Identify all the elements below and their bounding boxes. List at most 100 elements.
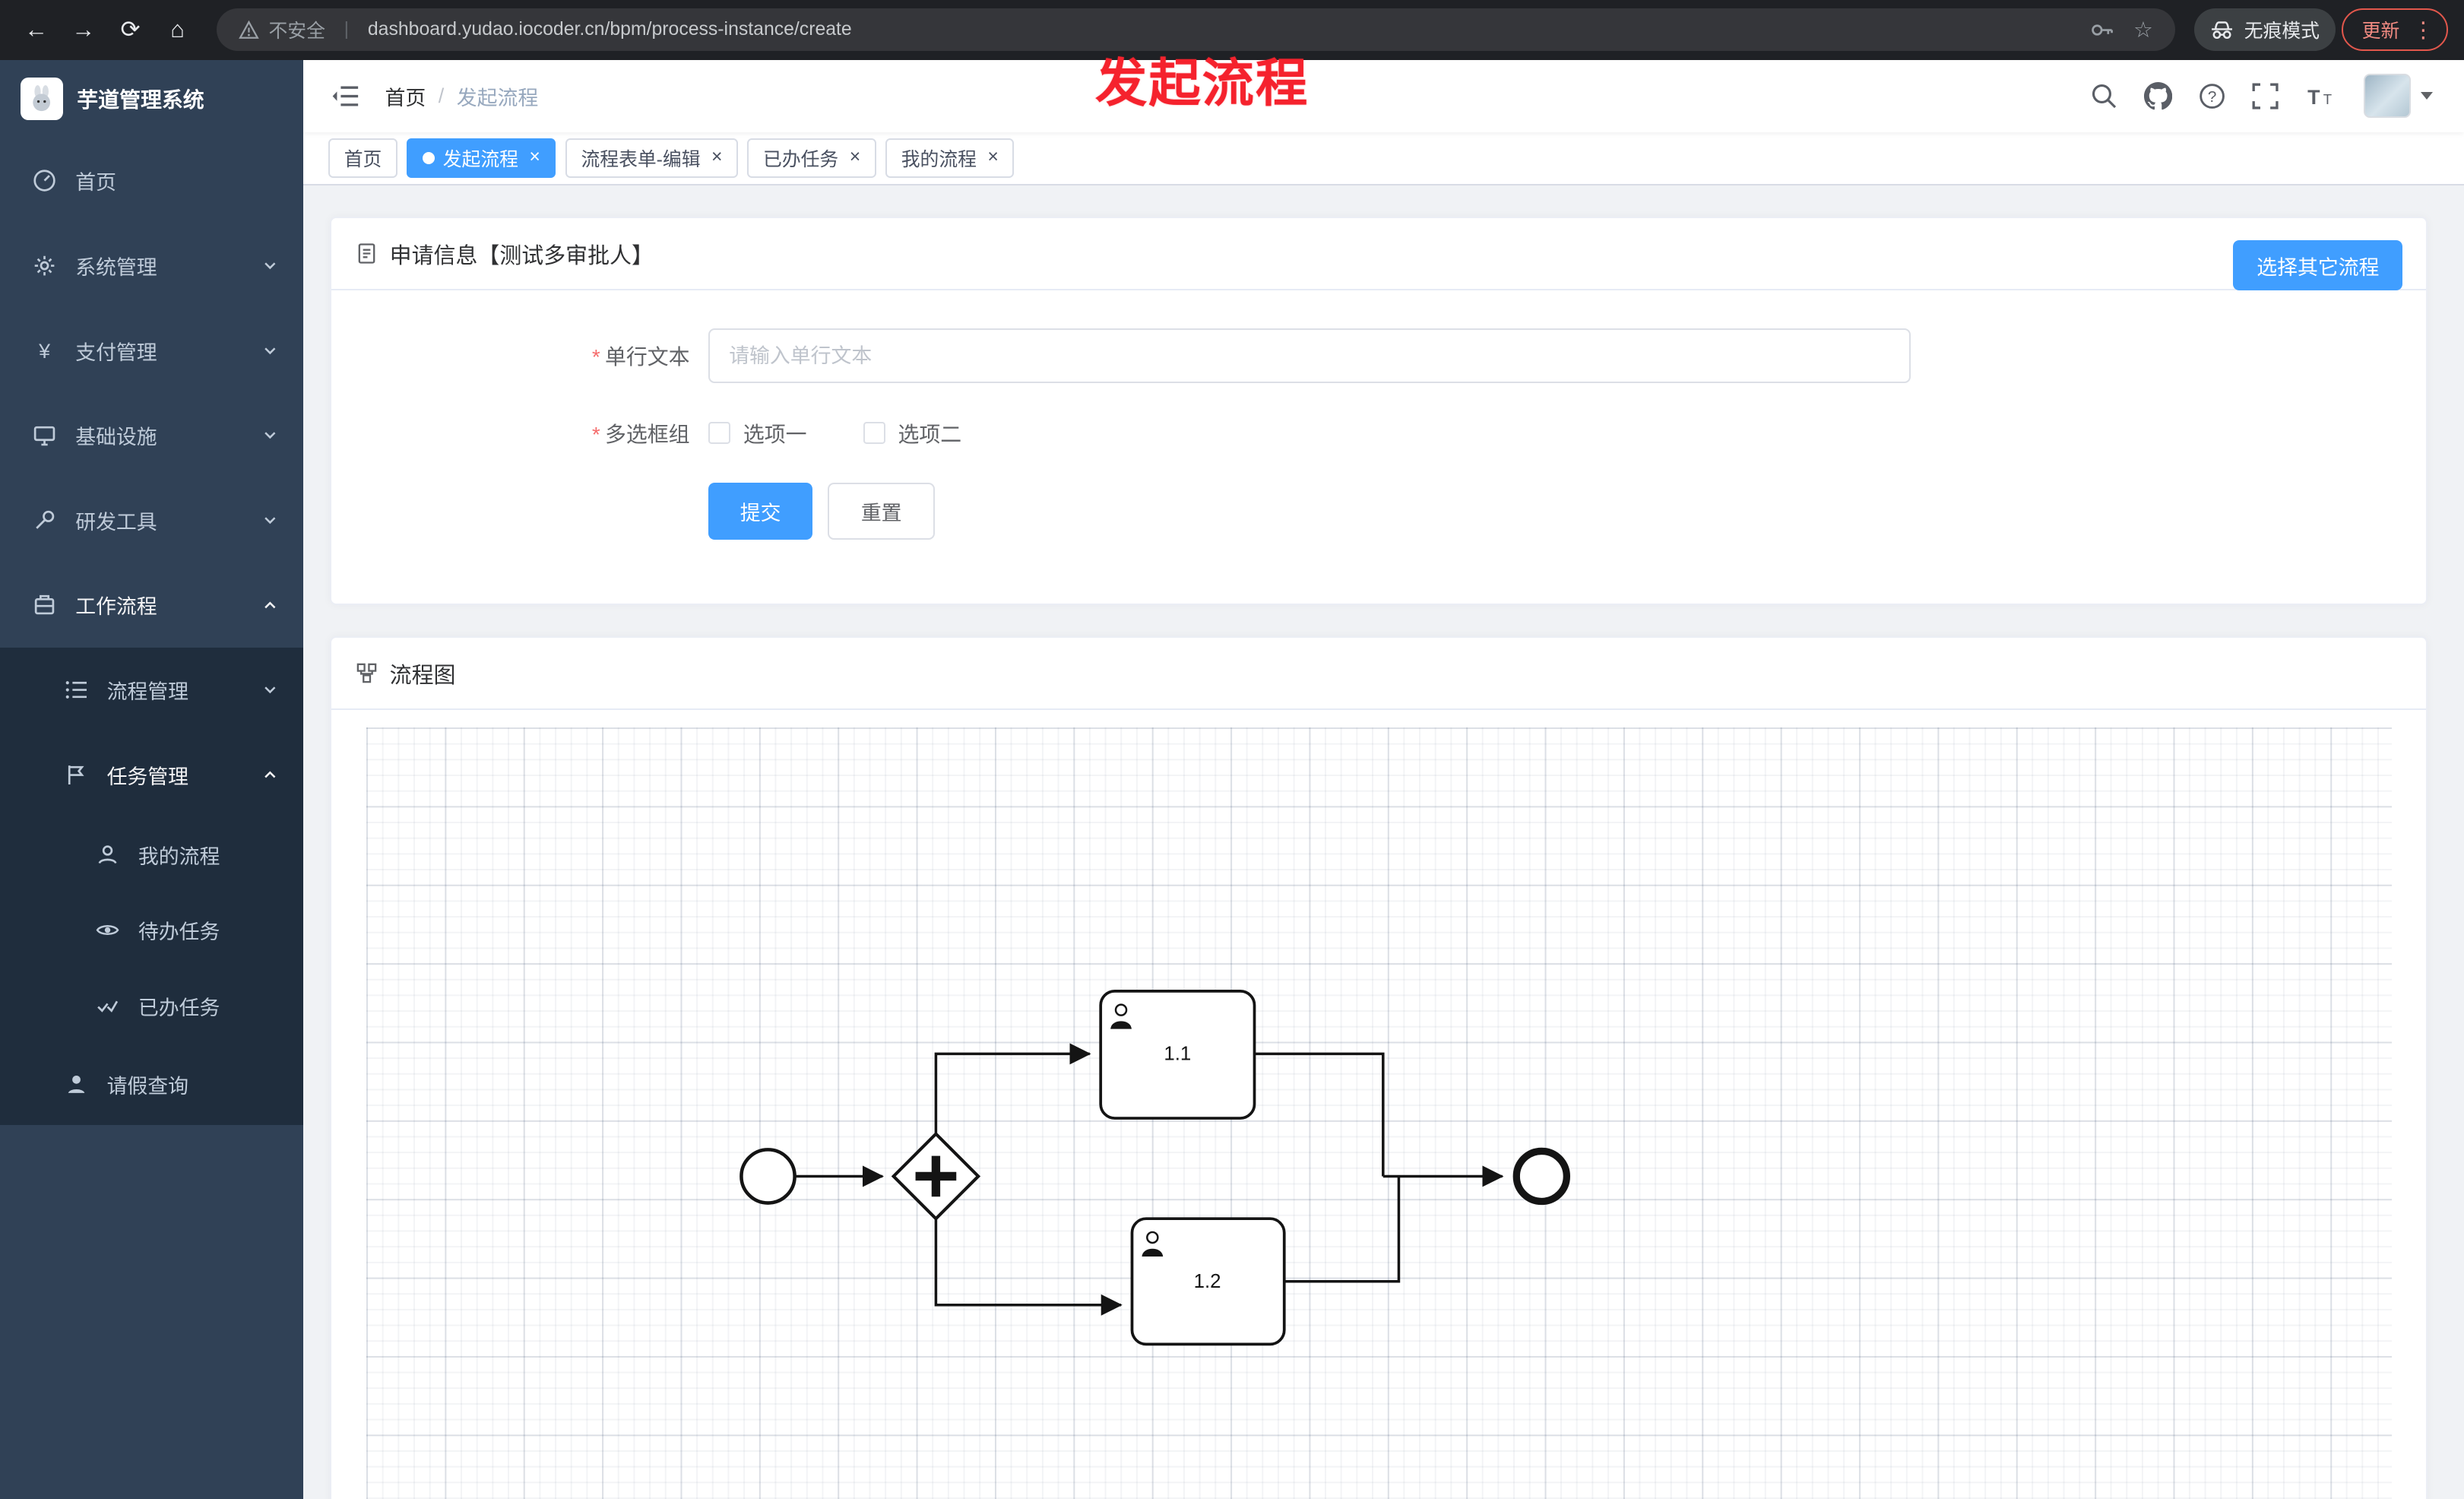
bookmark-star-icon[interactable]: ☆: [2133, 17, 2153, 43]
sidebar-item-label: 我的流程: [138, 845, 220, 869]
not-secure-icon: [239, 20, 259, 40]
github-icon[interactable]: [2143, 81, 2173, 110]
user-task-1-2[interactable]: 1.2: [1130, 1217, 1286, 1346]
fullscreen-icon[interactable]: [2252, 83, 2279, 109]
sidebar-toggle-icon[interactable]: [331, 84, 359, 109]
breadcrumb-current: 发起流程: [456, 86, 539, 109]
check-icon: [94, 994, 121, 1019]
svg-text:?: ?: [2208, 87, 2217, 105]
sidebar-item-label: 研发工具: [75, 510, 157, 534]
close-icon[interactable]: ×: [987, 147, 999, 168]
active-dot: [422, 151, 435, 165]
tab-label: 发起流程: [442, 149, 518, 170]
sidebar-item-label: 系统管理: [75, 255, 157, 279]
breadcrumb: 首页 / 发起流程: [385, 81, 539, 111]
apply-info-title: 申请信息【测试多审批人】: [389, 243, 654, 268]
sidebar-item-payment[interactable]: ¥ 支付管理: [0, 308, 303, 393]
close-icon[interactable]: ×: [849, 147, 861, 168]
tab-label: 我的流程: [901, 149, 977, 170]
tab-label: 流程表单-编辑: [581, 149, 701, 170]
briefcase-icon: [31, 592, 58, 617]
bpmn-canvas[interactable]: 1.1 1.2: [366, 727, 2392, 1499]
checkbox-icon[interactable]: [863, 422, 885, 445]
tab-my-process[interactable]: 我的流程 ×: [885, 138, 1015, 178]
browser-home-icon[interactable]: ⌂: [170, 16, 185, 43]
document-icon: [355, 242, 378, 265]
sidebar-item-task-mgmt[interactable]: 任务管理: [0, 732, 304, 818]
tab-label: 首页: [344, 149, 382, 170]
chevron-up-icon: [262, 597, 278, 613]
required-mark: *: [591, 422, 600, 446]
svg-text:T: T: [2323, 90, 2331, 106]
address-bar[interactable]: 不安全 | dashboard.yudao.iocoder.cn/bpm/pro…: [217, 8, 2175, 52]
select-other-process-button[interactable]: 选择其它流程: [2233, 240, 2403, 291]
browser-back-icon[interactable]: ←: [24, 16, 49, 43]
sidebar-item-leave-query[interactable]: 请假查询: [0, 1043, 304, 1126]
dashboard-icon: [31, 168, 58, 193]
yen-icon: ¥: [31, 338, 58, 363]
browser-forward-icon[interactable]: →: [71, 16, 96, 43]
task-label: 1.2: [1193, 1271, 1221, 1292]
url-text: dashboard.yudao.iocoder.cn/bpm/process-i…: [367, 19, 852, 40]
browser-update-button[interactable]: 更新 ⋮: [2341, 8, 2449, 52]
list-tree-icon: [63, 677, 90, 702]
breadcrumb-home[interactable]: 首页: [385, 86, 426, 109]
sidebar-item-label: 已办任务: [138, 996, 220, 1019]
checkbox-label: 选项二: [898, 422, 962, 446]
avatar: [2364, 74, 2412, 119]
sidebar-item-devtools[interactable]: 研发工具: [0, 478, 303, 563]
close-icon[interactable]: ×: [711, 147, 723, 168]
sidebar-item-infra[interactable]: 基础设施: [0, 393, 303, 478]
logo-avatar-icon: [20, 78, 63, 121]
start-event[interactable]: [739, 1148, 797, 1206]
app-logo[interactable]: 芋道管理系统: [0, 60, 303, 138]
reset-button[interactable]: 重置: [828, 483, 935, 540]
breadcrumb-separator: /: [438, 84, 445, 107]
sidebar-item-my-process[interactable]: 我的流程: [0, 817, 304, 893]
checkbox-field-row: *多选框组 选项一 选项二: [331, 418, 2426, 448]
sidebar-item-label: 待办任务: [138, 921, 220, 944]
user-icon: [1142, 1231, 1163, 1257]
incognito-badge: 无痕模式: [2193, 8, 2336, 52]
text-field-label: *单行文本: [591, 345, 690, 369]
chevron-down-icon: [2420, 92, 2433, 100]
tab-process-form-edit[interactable]: 流程表单-编辑 ×: [565, 138, 739, 178]
sidebar-item-home[interactable]: 首页: [0, 138, 303, 223]
chevron-down-icon: [262, 512, 278, 528]
security-label: 不安全: [268, 21, 325, 43]
sidebar-item-workflow[interactable]: 工作流程: [0, 563, 303, 648]
end-event[interactable]: [1512, 1147, 1570, 1206]
sidebar-item-label: 首页: [75, 171, 116, 195]
browser-menu-icon[interactable]: ⋮: [2412, 17, 2434, 43]
chevron-down-icon: [262, 682, 278, 698]
tab-launch-process[interactable]: 发起流程 ×: [407, 138, 556, 178]
tab-done-tasks[interactable]: 已办任务 ×: [747, 138, 876, 178]
tag-view-bar: 首页 发起流程 × 流程表单-编辑 × 已办任务 × 我的流程 ×: [303, 132, 2464, 185]
submit-button[interactable]: 提交: [708, 483, 812, 540]
close-icon[interactable]: ×: [529, 147, 540, 168]
sidebar-item-label: 流程管理: [106, 680, 189, 704]
checkbox-option-1[interactable]: 选项一: [708, 418, 807, 448]
flowchart-icon: [355, 661, 378, 685]
user-task-1-1[interactable]: 1.1: [1098, 990, 1256, 1120]
tab-home[interactable]: 首页: [328, 138, 397, 178]
single-line-text-input[interactable]: [708, 328, 1911, 384]
search-icon[interactable]: [2091, 83, 2117, 109]
browser-reload-icon[interactable]: ⟳: [120, 16, 141, 43]
checkbox-icon[interactable]: [708, 422, 731, 445]
eye-icon: [94, 917, 121, 943]
parallel-gateway[interactable]: [891, 1131, 980, 1222]
sidebar-item-todo-tasks[interactable]: 待办任务: [0, 892, 304, 968]
sidebar-item-done-tasks[interactable]: 已办任务: [0, 968, 304, 1044]
browser-chrome: ← → ⟳ ⌂ 不安全 | dashboard.yudao.iocoder.cn…: [0, 0, 2464, 60]
user-avatar[interactable]: [2364, 74, 2433, 119]
omnibox-separator: |: [344, 19, 350, 40]
sidebar-item-system[interactable]: 系统管理: [0, 223, 303, 309]
sidebar-item-process-mgmt[interactable]: 流程管理: [0, 647, 304, 733]
checkbox-option-2[interactable]: 选项二: [863, 418, 961, 448]
help-icon[interactable]: ?: [2199, 83, 2225, 109]
key-icon[interactable]: [2089, 17, 2114, 43]
chevron-up-icon: [262, 767, 278, 783]
task-label: 1.1: [1164, 1044, 1191, 1065]
